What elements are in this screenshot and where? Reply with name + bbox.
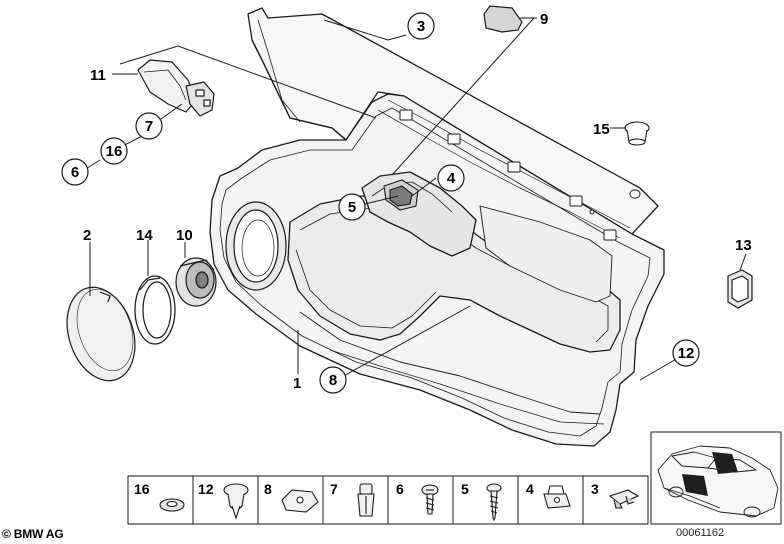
callout-16: 16 [100,137,128,165]
strip-label-16: 16 [134,481,150,497]
leader-lines [83,17,747,381]
label-15: 15 [593,121,610,138]
strip-label-3: 3 [591,481,599,497]
drawing-number: 00061162 [676,527,725,539]
callout-5: 5 [338,193,366,221]
washer-icon [159,498,185,512]
part-9-pad [483,5,523,33]
svg-text:7: 7 [145,118,153,135]
svg-text:6: 6 [71,164,79,181]
expanding-rivet-icon [223,483,249,520]
speaker-unit [175,257,217,307]
plastic-rivet-icon [357,483,375,517]
strip-label-7: 7 [330,481,338,497]
svg-text:5: 5 [348,199,356,216]
tapping-screw-icon [486,483,502,522]
part-13-cap [727,269,753,309]
svg-text:12: 12 [678,345,695,362]
svg-text:8: 8 [329,372,337,389]
callout-3: 3 [407,12,435,40]
callout-6: 6 [61,158,89,186]
label-9: 9 [540,11,548,28]
panel-speaker-opening [225,201,287,291]
door-highlight-front [682,474,708,496]
clip-nut-icon [281,489,319,513]
speed-nut-icon [543,485,571,509]
small-parts-strip: 16 12 8 7 6 [127,475,649,525]
callout-8: 8 [319,366,347,394]
rail-clip-holes [399,109,641,241]
label-10: 10 [176,227,193,244]
label-11: 11 [90,67,106,84]
part-15-plug [624,121,650,146]
copyright-text: © BMW AG [2,527,64,541]
car-location-thumbnail [650,431,782,525]
label-14: 14 [136,227,153,244]
mirror-triangle-cover [137,59,215,117]
svg-text:3: 3 [417,18,425,35]
callout-4: 4 [437,164,465,192]
strip-label-4: 4 [526,481,534,497]
svg-text:4: 4 [447,170,456,187]
strip-label-6: 6 [396,481,404,497]
strip-label-5: 5 [461,481,469,497]
svg-text:16: 16 [106,143,123,160]
strip-label-12: 12 [198,481,214,497]
label-2: 2 [83,227,91,244]
label-1: 1 [293,375,301,392]
callout-7: 7 [135,112,163,140]
label-13: 13 [735,237,752,254]
screw-icon [421,484,439,515]
door-highlight-rear [712,452,738,474]
trim-clip-icon [608,489,640,509]
speaker-cover [66,286,136,382]
strip-label-8: 8 [264,481,272,497]
window-switch [383,179,419,211]
speaker-ring [134,275,176,345]
callout-12: 12 [672,339,700,367]
